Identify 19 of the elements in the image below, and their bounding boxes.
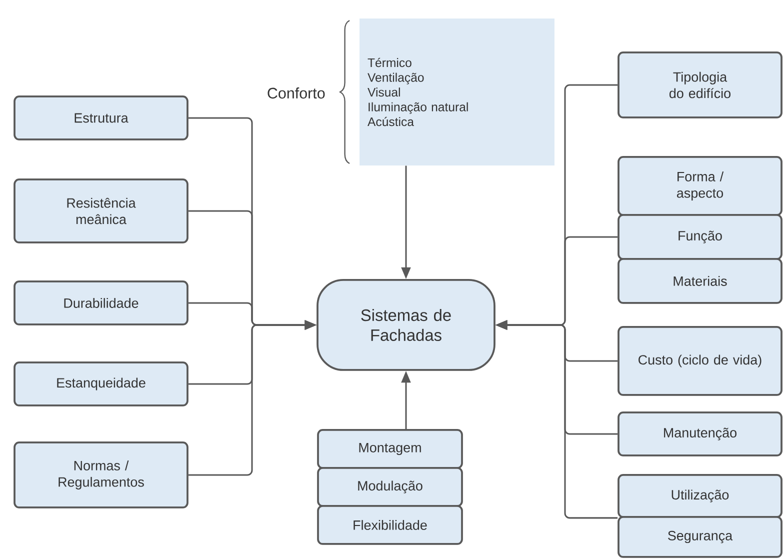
topic-box: Função <box>618 214 782 260</box>
topic-box: Estrutura <box>14 96 188 140</box>
topic-box: Resistência meânica <box>14 178 188 244</box>
topic-box: Segurança <box>618 516 782 558</box>
topic-box: Materiais <box>618 258 782 304</box>
topic-box: Normas / Regulamentos <box>14 442 188 508</box>
topic-box: Modulação <box>317 467 463 507</box>
topic-box: Durabilidade <box>14 280 188 326</box>
topic-box: Utilização <box>618 474 782 518</box>
comfort-list-box: Térmico Ventilação Visual Iluminação natural Acústica <box>360 18 554 166</box>
central-box: Sistemas de Fachadas <box>316 279 496 371</box>
side-label: Conforto <box>268 87 325 99</box>
topic-box: Estanqueidade <box>14 362 188 406</box>
topic-box: Tipologia do edifício <box>618 52 782 118</box>
topic-box: Montagem <box>317 429 463 469</box>
topic-box: Manutenção <box>618 412 782 456</box>
topic-box: Custo (ciclo de vida) <box>618 326 782 396</box>
topic-box: Forma / aspecto <box>618 156 782 216</box>
topic-box: Flexibilidade <box>317 505 463 545</box>
